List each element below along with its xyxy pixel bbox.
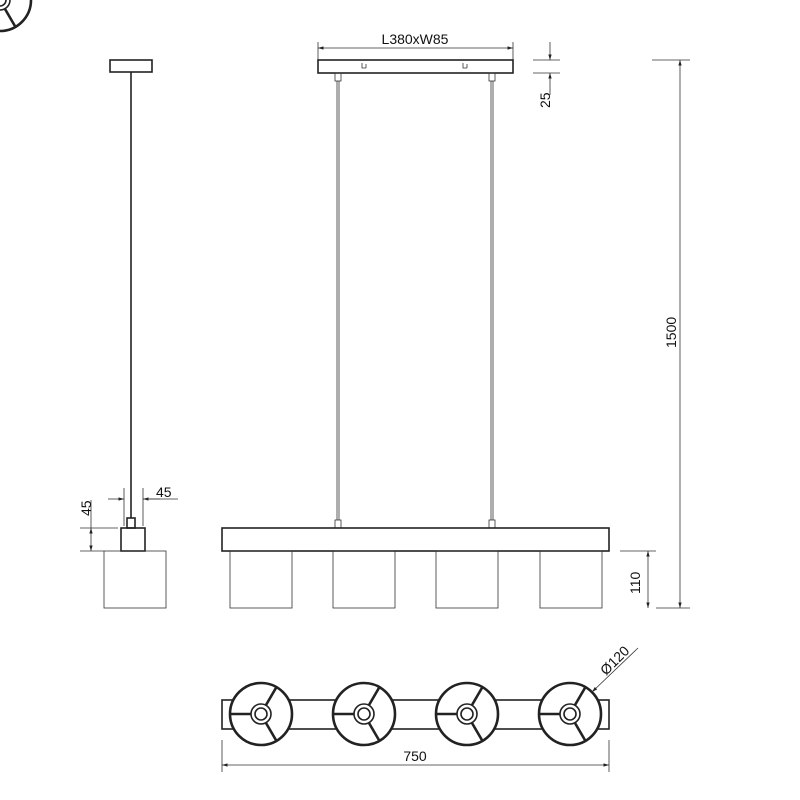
- shade-3: [435, 550, 499, 609]
- shade-top-1: [228, 681, 294, 747]
- front-bar: [221, 527, 610, 552]
- side-lampholder: [120, 527, 146, 552]
- shade-4: [539, 550, 603, 609]
- shade-top: [0, 0, 33, 33]
- bottom-view: Ø120 750: [0, 0, 639, 772]
- canopy-screws: [361, 63, 468, 69]
- front-view: L380xW85 25 1500 110: [221, 31, 690, 609]
- side-canopy: [109, 59, 153, 73]
- holder-width-label: 45: [156, 484, 172, 500]
- shade-height-label: 110: [627, 571, 643, 594]
- shade-top-3: [434, 681, 500, 747]
- shade-1: [229, 550, 293, 609]
- canopy-height-label: 25: [537, 92, 553, 108]
- shade-top-2: [331, 681, 397, 747]
- front-canopy: [317, 59, 514, 74]
- total-length-label: 750: [403, 748, 427, 764]
- side-view: 45 45: [78, 59, 178, 609]
- total-height-label: 1500: [663, 317, 679, 348]
- side-connector: [126, 517, 136, 529]
- bottom-bar: [221, 699, 610, 730]
- side-shade: [103, 550, 167, 609]
- shade-diameter-label: Ø120: [597, 642, 633, 678]
- shade-top-4: [537, 681, 603, 747]
- holder-height-label: 45: [78, 500, 94, 516]
- canopy-size-label: L380xW85: [382, 31, 449, 47]
- shade-2: [332, 550, 396, 609]
